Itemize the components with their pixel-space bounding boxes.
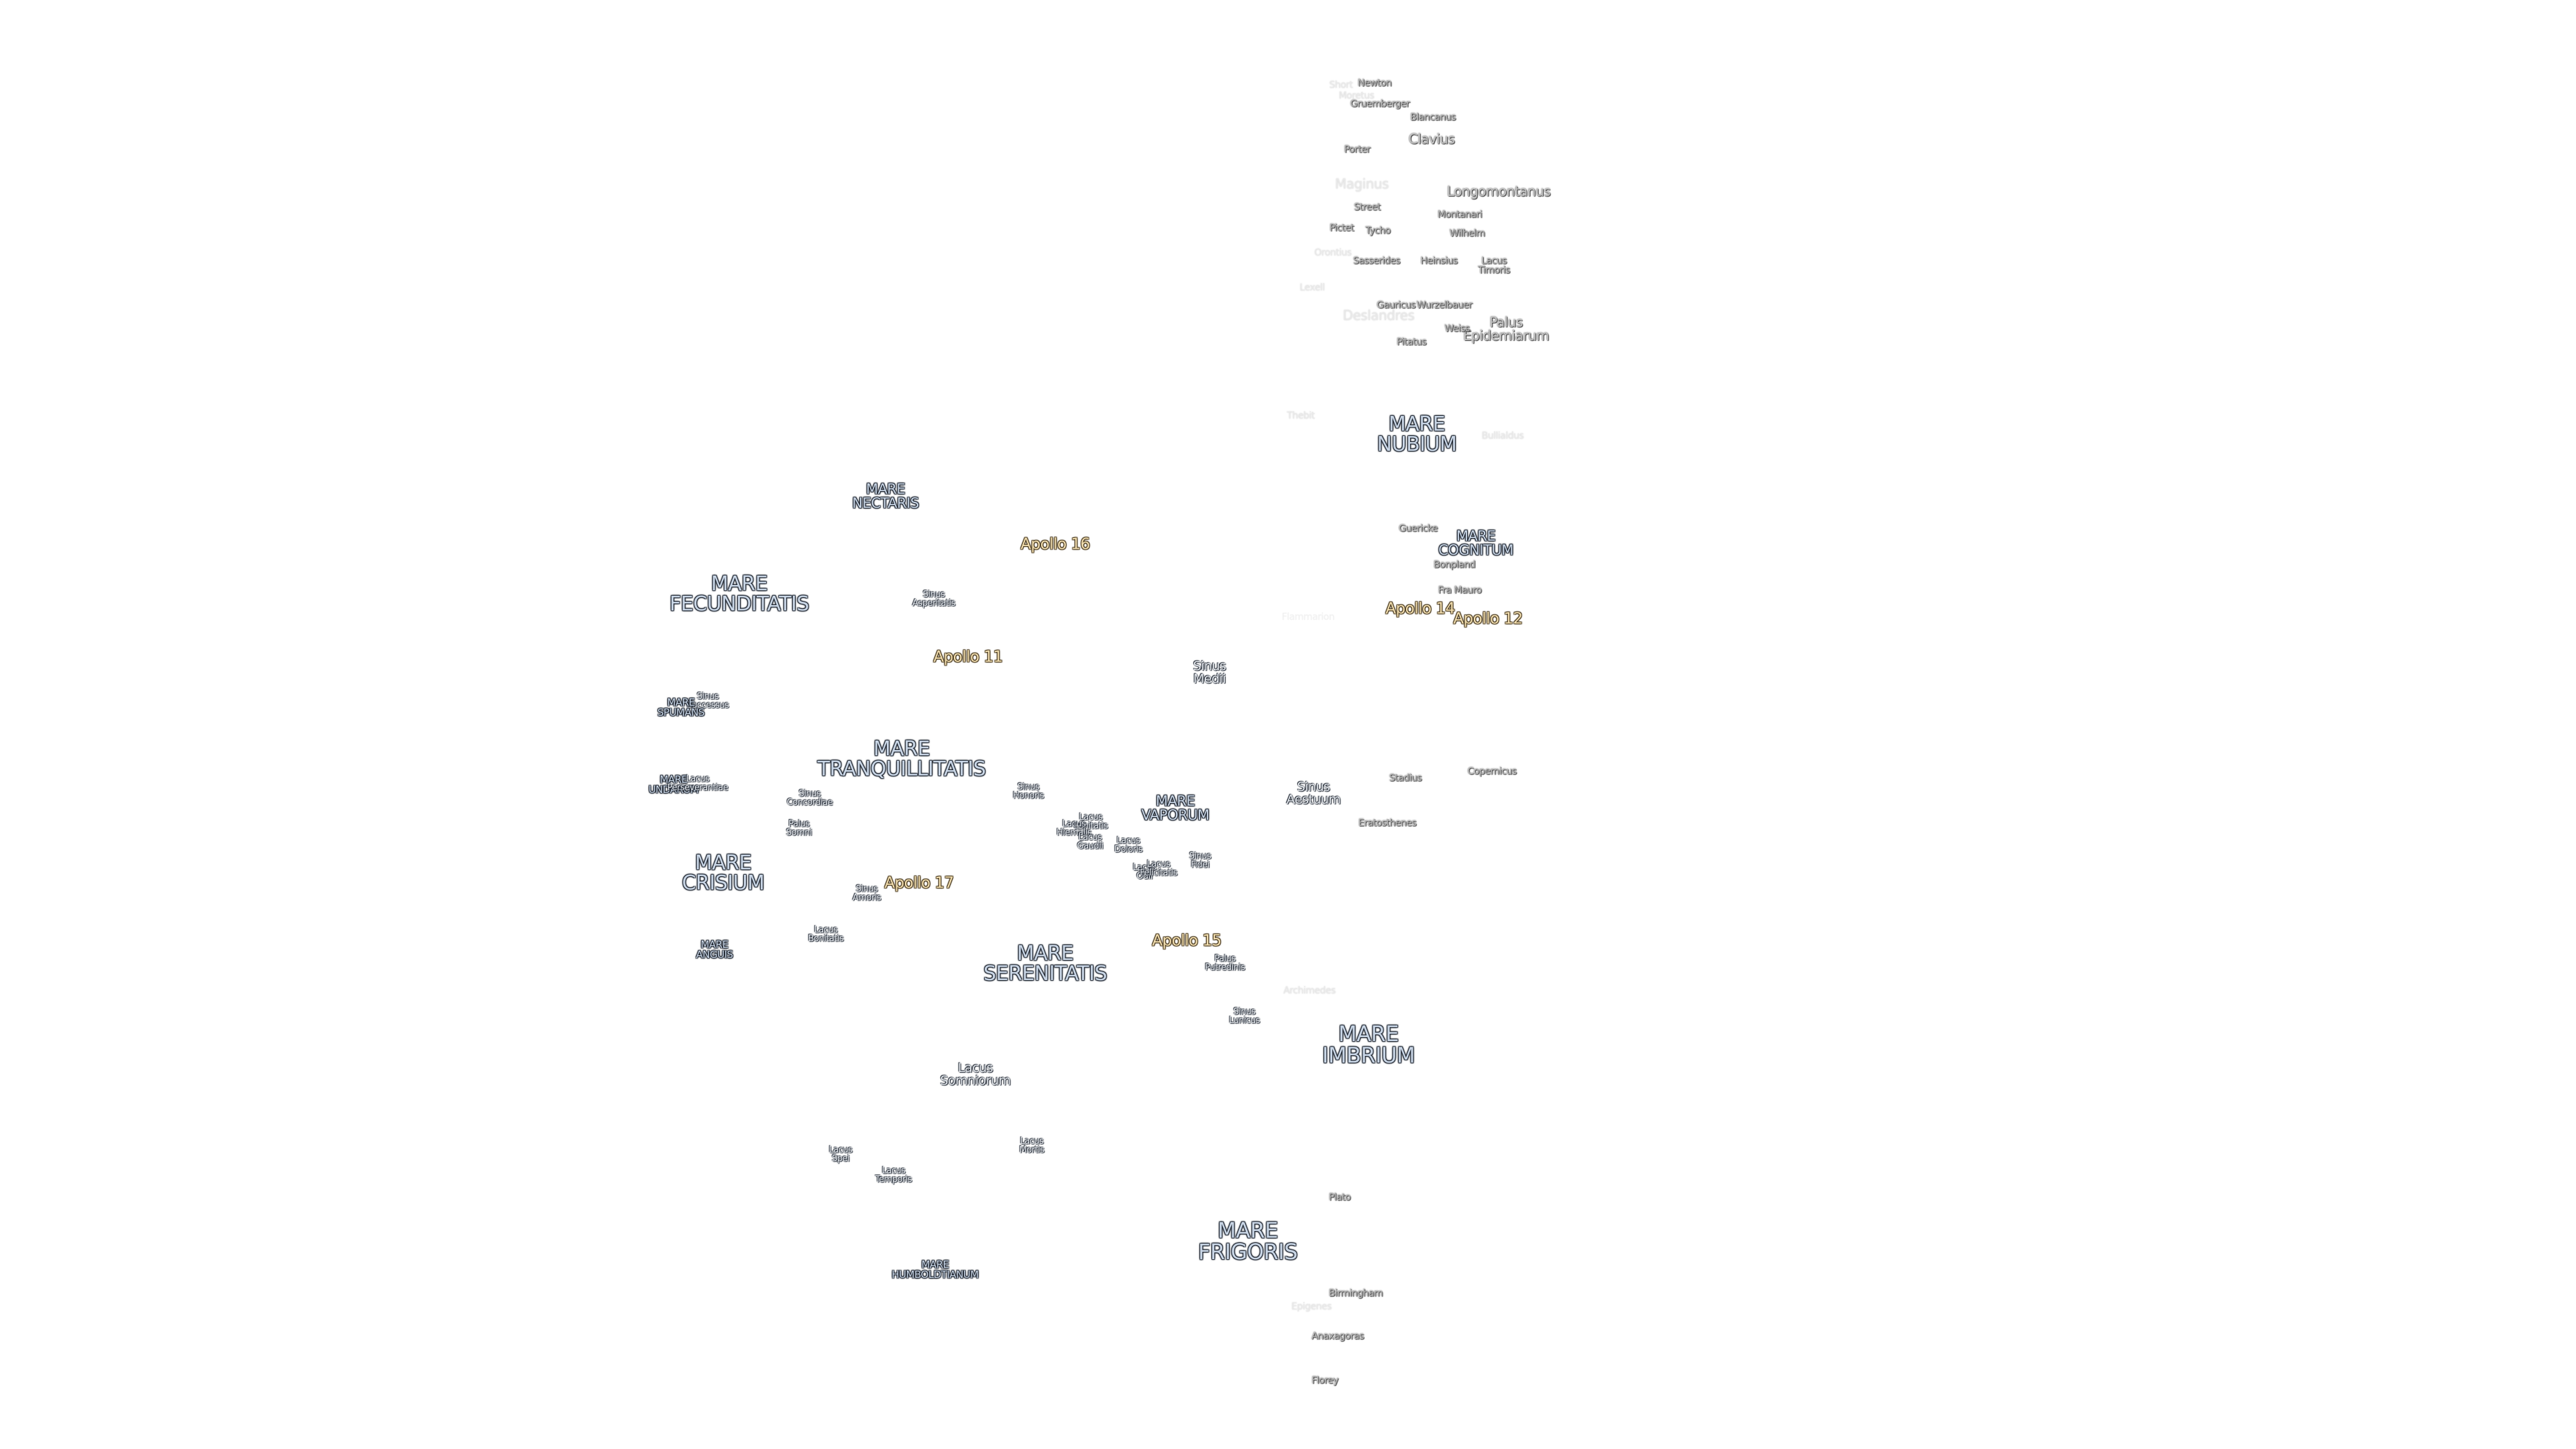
apollo-label-apollo-16: Apollo 16: [1020, 535, 1090, 553]
feat-label-lacus-somniorum: Lacus Somniorum: [940, 1061, 1011, 1088]
feat-label-lacus-hiemalis: Lacus Hiemalis: [1056, 819, 1092, 838]
mare-label-mare-anguis: MARE ANGUIS: [696, 938, 733, 961]
mare-label-mare-serenitatis: MARE SERENITATIS: [983, 942, 1108, 985]
crater-label-wurzelbauer: Wurzelbauer: [1416, 300, 1472, 311]
crater-label-moretus: Moretus: [1338, 91, 1375, 101]
mare-label-mare-imbrium: MARE IMBRIUM: [1322, 1021, 1415, 1068]
crater-label-florey: Florey: [1311, 1375, 1338, 1386]
crater-label-stadius: Stadius: [1389, 773, 1422, 784]
feat-label-sinus-successus: Sinus Successus: [686, 692, 729, 710]
crater-label-fra-mauro: Fra Mauro: [1438, 585, 1482, 596]
feat-label-sinus-honoris: Sinus Honoris: [1012, 782, 1044, 801]
crater-label-lacus-timoris: Lacus Timoris: [1478, 256, 1510, 276]
feat-label-lacus-temporis: Lacus Temporis: [875, 1166, 912, 1185]
crater-label-weiss: Weiss: [1444, 323, 1470, 334]
crater-label-plato: Plato: [1328, 1192, 1351, 1203]
crater-label-tycho: Tycho: [1365, 225, 1391, 236]
feat-label-lacus-spei: Lacus Spei: [828, 1145, 853, 1164]
crater-label-street: Street: [1354, 202, 1381, 213]
apollo-label-apollo-14: Apollo 14: [1385, 600, 1455, 618]
crater-label-newton: Newton: [1357, 78, 1392, 89]
mare-label-mare-nectaris: MARE NECTARIS: [852, 481, 919, 511]
crater-label-wilhelm: Wilhelm: [1449, 228, 1485, 239]
crater-label-pictet: Pictet: [1329, 223, 1354, 233]
crater-label-bullialdus: Bullialdus: [1481, 431, 1524, 441]
crater-label-flammarion: Flammarion: [1281, 612, 1335, 623]
crater-label-montanari: Montanari: [1437, 209, 1483, 220]
feat-label-lacus-doloris: Lacus Doloris: [1114, 836, 1142, 855]
crater-label-thebit: Thebit: [1287, 411, 1315, 421]
crater-label-longomontanus: Longomontanus: [1446, 183, 1551, 199]
mare-label-mare-spumans: MARE SPUMANS: [657, 696, 705, 718]
crater-label-birmingham: Birmingham: [1328, 1288, 1383, 1299]
feat-label-lacus-odii: Lacus Odii: [1132, 863, 1157, 881]
crater-label-porter: Porter: [1344, 144, 1371, 155]
crater-label-archimedes: Archimedes: [1283, 985, 1336, 996]
crater-label-blancanus: Blancanus: [1410, 112, 1456, 123]
feat-label-sinus-medii: Sinus Medii: [1193, 659, 1226, 686]
crater-label-short: Short: [1329, 80, 1353, 91]
crater-label-deslandres: Deslandres: [1342, 307, 1415, 323]
mare-label-mare-fecunditatis: MARE FECUNDITATIS: [669, 572, 809, 616]
feat-label-sinus-amoris: Sinus Amoris: [852, 884, 881, 903]
crater-label-guericke: Guericke: [1399, 523, 1438, 534]
mare-label-mare-tranquillitatis: MARE TRANQUILLITATIS: [817, 737, 986, 781]
apollo-label-apollo-17: Apollo 17: [884, 874, 954, 892]
crater-label-bonpland: Bonpland: [1433, 559, 1476, 570]
apollo-label-apollo-12: Apollo 12: [1453, 610, 1523, 628]
mare-label-mare-nubium: MARE NUBIUM: [1377, 413, 1457, 456]
feat-label-lacus-lenitatis: Lacus Lenitatis: [1073, 812, 1108, 831]
crater-label-eratosthenes: Eratosthenes: [1358, 818, 1417, 828]
feat-label-lacus-felicitatis: Lacus Felicitatis: [1140, 859, 1177, 878]
mare-label-mare-crisium: MARE CRISIUM: [682, 851, 765, 895]
feat-label-sinus-aestuum: Sinus Aestuum: [1286, 780, 1341, 807]
feat-label-sinus-concordiae: Sinus Concordiae: [786, 789, 833, 808]
apollo-label-apollo-11: Apollo 11: [933, 648, 1003, 666]
crater-label-copernicus: Copernicus: [1467, 766, 1517, 777]
mare-label-mare-humboldtianum: MARE HUMBOLDTIANUM: [892, 1258, 979, 1281]
crater-label-heinsius: Heinsius: [1420, 256, 1458, 266]
apollo-label-apollo-15: Apollo 15: [1152, 932, 1222, 950]
crater-label-palus-epidemiarum: Palus Epidemiarum: [1462, 314, 1550, 343]
crater-label-clavius: Clavius: [1408, 131, 1455, 147]
crater-label-orontius: Orontius: [1314, 248, 1352, 258]
mare-label-mare-undarum: MARE UNDARUM: [648, 773, 699, 796]
feat-label-lacus-mortis: Lacus Mortis: [1019, 1136, 1045, 1155]
feat-label-lacus-gaudii: Lacus Gaudii: [1077, 833, 1104, 851]
feat-label-sinus-fidei: Sinus Fidei: [1189, 851, 1212, 870]
crater-label-epigenes: Epigenes: [1291, 1301, 1332, 1312]
crater-label-gauricus: Gauricus: [1377, 300, 1415, 311]
crater-label-gruemberger: Gruemberger: [1350, 99, 1410, 109]
feat-label-lacus-bonitatis: Lacus Bonitatis: [808, 925, 844, 944]
crater-label-sasserides: Sasserides: [1352, 256, 1401, 266]
feat-label-sinus-lunicus: Sinus Lunicus: [1229, 1007, 1260, 1026]
feat-label-palus-putredinis: Palus Putredinis: [1205, 954, 1245, 973]
crater-label-maginus: Maginus: [1334, 176, 1389, 192]
feat-label-lacus-perseverantiae: Lacus Perseverantiae: [667, 774, 729, 793]
crater-label-lexell: Lexell: [1299, 282, 1325, 293]
feat-label-palus-somni: Palus Somni: [786, 819, 812, 838]
crater-label-anaxagoras: Anaxagoras: [1311, 1331, 1364, 1342]
feat-label-sinus-asperitatis: Sinus Asperitatis: [912, 590, 955, 608]
mare-label-mare-vaporum: MARE VAPORUM: [1141, 793, 1210, 823]
mare-label-mare-frigoris: MARE FRIGORIS: [1197, 1218, 1298, 1265]
crater-label-pitatus: Pitatus: [1396, 337, 1427, 347]
mare-label-mare-cognitum: MARE COGNITUM: [1438, 528, 1513, 558]
